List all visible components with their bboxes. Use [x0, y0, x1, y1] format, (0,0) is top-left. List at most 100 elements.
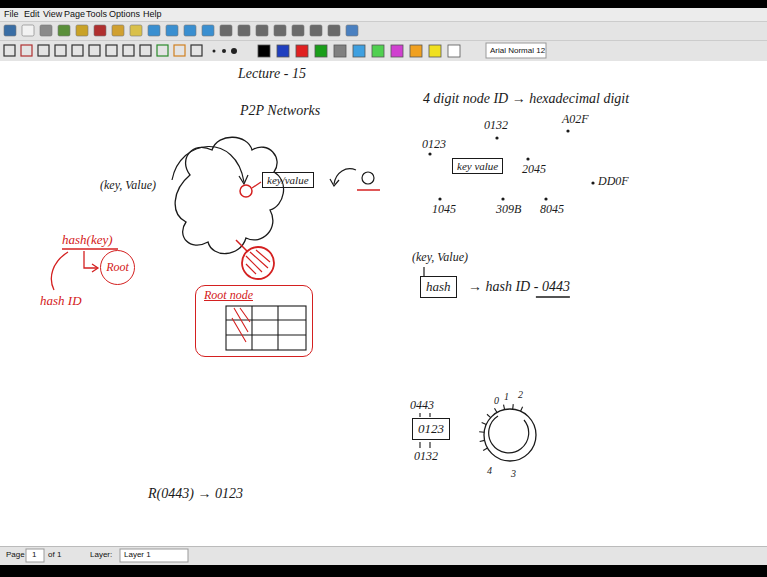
node-id: 1045 [432, 202, 456, 217]
status-text: Page [6, 550, 25, 559]
color-swatch [391, 45, 403, 57]
color-swatch [372, 45, 384, 57]
window-top-strip [0, 0, 767, 8]
thickness-dot [231, 48, 237, 54]
cloud-network [175, 137, 283, 253]
note-text: 4 digit node ID → hexadecimal digit [423, 91, 629, 107]
ring-tick [521, 407, 523, 412]
toolbar-icon [148, 25, 160, 36]
ring-tick [487, 414, 491, 417]
toolbar-icon [58, 25, 70, 36]
node-id: 0132 [414, 449, 438, 464]
tool-icon [140, 45, 151, 56]
topic-title: P2P Networks [240, 103, 320, 119]
toolbar-icon [112, 25, 124, 36]
node-label: key value [457, 160, 498, 172]
toolbar-icon [256, 25, 268, 36]
menu-item: Tools [86, 9, 107, 19]
toolbar-icon [310, 25, 322, 36]
hatching [246, 250, 270, 274]
hash-box: hash [420, 276, 457, 298]
menu-item: Options [109, 9, 140, 19]
toolbar-icon [76, 25, 88, 36]
underline [536, 296, 570, 297]
root-circle: Root [100, 250, 135, 285]
ring-tick [482, 422, 487, 424]
tool-icon [174, 45, 185, 56]
routing-table [226, 306, 306, 350]
thickness-dot [213, 50, 216, 53]
node-label: key/value [267, 174, 309, 186]
toolbar-icon [292, 25, 304, 36]
ring-tick [495, 408, 498, 412]
node-label: Root node [204, 288, 304, 303]
color-swatch [315, 45, 327, 57]
toolbar-icon [202, 25, 214, 36]
color-swatch [334, 45, 346, 57]
node-id-box: 0123 [412, 418, 450, 440]
ring-tick [479, 431, 484, 433]
id-ring [484, 409, 536, 461]
toolbar-icon [220, 25, 232, 36]
color-swatch [429, 45, 441, 57]
key-value-pair: (key, Value) [412, 250, 468, 265]
node-symbol [362, 172, 374, 184]
color-swatch [410, 45, 422, 57]
insert-arrow [172, 146, 244, 182]
ring-tick [512, 404, 514, 409]
key-value-pair: (key, Value) [100, 178, 156, 193]
color-swatch [296, 45, 308, 57]
red-link [236, 240, 248, 252]
underline [62, 248, 118, 249]
toolbar-icon [274, 25, 286, 36]
color-swatch [258, 45, 270, 57]
ring-number: 4 [487, 465, 492, 476]
toolbar-icon [40, 25, 52, 36]
hash-result: → hash ID - 0443 [468, 279, 570, 295]
tool-icon [21, 45, 32, 56]
node-id: 8045 [540, 202, 564, 217]
ring-number: 2 [518, 389, 523, 400]
status-text: Layer: [90, 550, 112, 559]
color-swatch [353, 45, 365, 57]
node-dots [428, 129, 594, 200]
menu-item: Page [64, 9, 85, 19]
leader-line [423, 267, 424, 276]
node-id: 309B [496, 202, 521, 217]
bracket [51, 252, 68, 290]
font-box [486, 43, 546, 58]
peer-node [240, 185, 252, 197]
ring-ticks [479, 404, 522, 450]
node-id: 0132 [484, 118, 508, 133]
toolbar-icon [94, 25, 106, 36]
tool-icon [89, 45, 100, 56]
toolbar-icon [328, 25, 340, 36]
node-label: hash [426, 279, 451, 295]
menu-item: File [4, 9, 19, 19]
arrow-head [239, 175, 248, 184]
ring-number: 3 [511, 468, 516, 479]
toolbar-icon [346, 25, 358, 36]
routing-rule: R(0443) → 0123 [148, 486, 243, 502]
toolbar-icon [22, 25, 34, 36]
color-swatch [277, 45, 289, 57]
menu-item: Edit [24, 9, 40, 19]
toolbar-icons [4, 25, 358, 56]
root-node-region: Root node [195, 285, 313, 357]
toolbar-icon [166, 25, 178, 36]
ring-tick [483, 448, 487, 451]
status-text: of 1 [48, 550, 61, 559]
page-number: 1 [32, 550, 36, 559]
toolbar-icon [130, 25, 142, 36]
toolbar-icon [4, 25, 16, 36]
key-value-box: key value [452, 158, 503, 174]
arrow-head [330, 179, 339, 186]
lecture-title: Lecture - 15 [238, 66, 306, 82]
arrow-head [92, 264, 98, 272]
color-swatch [448, 45, 460, 57]
note-canvas [0, 61, 767, 546]
node-id: 2045 [522, 162, 546, 177]
tool-icon [123, 45, 134, 56]
layer-dropdown [120, 549, 188, 562]
thickness-dot [222, 49, 226, 53]
